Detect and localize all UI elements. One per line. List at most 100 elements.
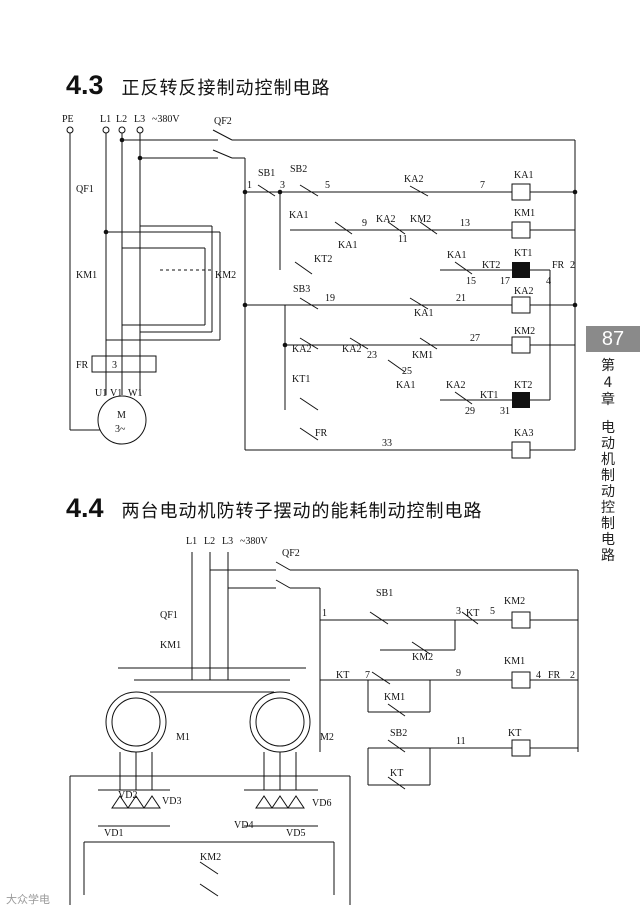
label-kt1-contact: KT1: [292, 374, 310, 385]
label-fr: FR: [548, 670, 561, 681]
node-3: 3: [280, 180, 285, 191]
label-m1: M1: [176, 732, 190, 743]
label-pe: PE: [62, 114, 74, 125]
label-sb1: SB1: [258, 168, 275, 179]
label-vd6: VD6: [312, 798, 331, 809]
node-11: 11: [398, 234, 408, 245]
chapter-label: 第 4 章: [601, 358, 615, 408]
label-kt2-contact: KT2: [314, 254, 332, 265]
label-km1-contact: KM1: [412, 350, 433, 361]
section-title: 两台电动机防转子摆动的能耗制动控制电路: [121, 501, 483, 522]
label-l3: L3: [222, 536, 233, 547]
label-kt2-timer: KT2: [482, 260, 500, 271]
label-ka1-d: KA1: [414, 308, 433, 319]
label-coil-ka1: KA1: [514, 170, 533, 181]
section-heading-4-4: 4.4 两台电动机防转子摆动的能耗制动控制电路: [66, 493, 483, 524]
label-km2-contact: KM2: [410, 214, 431, 225]
label-fr-num: 3: [112, 360, 117, 371]
coils: [511, 183, 531, 459]
label-coil-km1: KM1: [514, 208, 535, 219]
labels-4-4: L1 L2 L3 ~380V QF2 QF1 KM1 M1 M2 VD1 VD2…: [104, 536, 575, 863]
node-3: 3: [456, 606, 461, 617]
contacts: [212, 129, 473, 441]
label-l2: L2: [204, 536, 215, 547]
label-voltage: ~380V: [152, 114, 180, 125]
label-km1: KM1: [160, 640, 181, 651]
node-2: 2: [570, 670, 575, 681]
label-fr-contact: FR: [315, 428, 328, 439]
label-km2: KM2: [200, 852, 221, 863]
node-5: 5: [325, 180, 330, 191]
label-m2: M2: [320, 732, 334, 743]
coils-4-4: [511, 611, 531, 757]
label-u1: U1: [95, 388, 107, 399]
label-coil-km1: KM1: [504, 656, 525, 667]
node-13: 13: [460, 218, 470, 229]
label-fr: FR: [76, 360, 89, 371]
node-7: 7: [365, 670, 370, 681]
node-33: 33: [382, 438, 392, 449]
label-sb1: SB1: [376, 588, 393, 599]
label-km2-contact: KM2: [412, 652, 433, 663]
label-vd2: VD2: [118, 790, 137, 801]
section-number: 4.4: [66, 493, 104, 523]
label-coil-ka2: KA2: [514, 286, 533, 297]
label-km1-contact: KM1: [384, 692, 405, 703]
label-vd1: VD1: [104, 828, 123, 839]
node-15: 15: [466, 276, 476, 287]
label-km1: KM1: [76, 270, 97, 281]
label-motor-phase: 3~: [115, 424, 126, 435]
label-vd4: VD4: [234, 820, 253, 831]
node-1: 1: [247, 180, 252, 191]
label-kt-hold: KT: [390, 768, 403, 779]
label-km2: KM2: [215, 270, 236, 281]
node-9: 9: [456, 668, 461, 679]
chapter-title-vertical: 电 动 机 制 动 控 制 电 路: [601, 420, 615, 564]
label-coil-kt1: KT1: [514, 248, 532, 259]
node-11: 11: [456, 736, 466, 747]
label-qf1: QF1: [76, 184, 94, 195]
label-l1: L1: [100, 114, 111, 125]
power-rails: [69, 130, 576, 451]
label-ka1-a: KA1: [289, 210, 308, 221]
label-qf1: QF1: [160, 610, 178, 621]
contacts-4-4: [199, 561, 479, 897]
label-v1: V1: [110, 388, 122, 399]
label-l1: L1: [186, 536, 197, 547]
label-l3: L3: [134, 114, 145, 125]
label-qf2: QF2: [282, 548, 300, 559]
node-25: 25: [402, 366, 412, 377]
labels-4-3: PE L1 L2 L3 ~380V QF2 QF1 KM1 KM2 FR 3 U…: [62, 114, 575, 449]
node-4: 4: [546, 276, 551, 287]
node-4: 4: [536, 670, 541, 681]
node-5: 5: [490, 606, 495, 617]
label-coil-ka3: KA3: [514, 428, 533, 439]
node-31: 31: [500, 406, 510, 417]
node-1: 1: [322, 608, 327, 619]
label-vd5: VD5: [286, 828, 305, 839]
section-title: 正反转反接制动控制电路: [121, 78, 331, 99]
node-21: 21: [456, 293, 466, 304]
label-sb2: SB2: [390, 728, 407, 739]
node-19: 19: [325, 293, 335, 304]
label-ka2-e: KA2: [446, 380, 465, 391]
node-9: 9: [362, 218, 367, 229]
label-kt-contact: KT: [466, 608, 479, 619]
label-ka1-b: KA1: [338, 240, 357, 251]
label-coil-kt: KT: [508, 728, 521, 739]
node-27: 27: [470, 333, 480, 344]
watermark: 大众学电: [6, 893, 50, 906]
label-coil-km2: KM2: [504, 596, 525, 607]
label-voltage: ~380V: [240, 536, 268, 547]
label-kt-timed: KT: [336, 670, 349, 681]
node-7: 7: [480, 180, 485, 191]
diodes: [111, 795, 305, 809]
label-ka2-b: KA2: [376, 214, 395, 225]
label-ka1-c: KA1: [447, 250, 466, 261]
label-ka1-e: KA1: [396, 380, 415, 391]
label-l2: L2: [116, 114, 127, 125]
label-kt1-timer: KT1: [480, 390, 498, 401]
